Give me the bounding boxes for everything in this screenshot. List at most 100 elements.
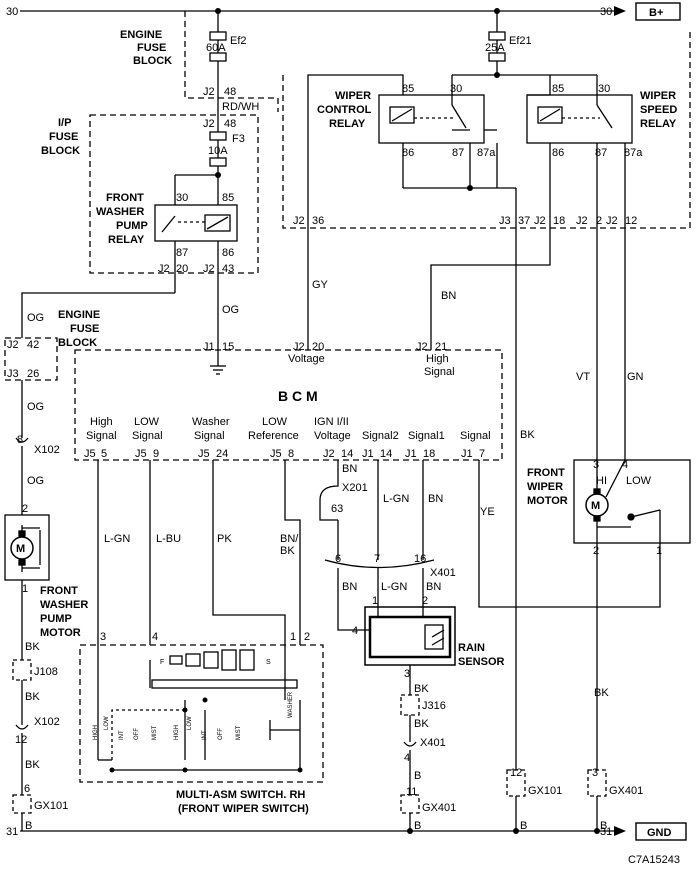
x401-top-splice [324, 559, 435, 569]
rs-pin1: 1 [372, 595, 378, 607]
wsr-title-2: SPEED [640, 104, 677, 116]
bcm-washer-2: Signal [194, 430, 225, 442]
sw-title-1: MULTI-ASM SWITCH. RH [176, 789, 305, 801]
rail-31-arrow [614, 826, 626, 836]
gx101-right-label: GX101 [528, 785, 562, 797]
bcm-high-1: High [90, 416, 113, 428]
l-gn-label-2: L-GN [383, 493, 409, 505]
x201-pin: 63 [331, 503, 343, 515]
switch-link-top [111, 709, 185, 760]
b-label-left: B [25, 820, 32, 832]
f3-name: F3 [232, 133, 245, 145]
gx101-left-pin: 6 [24, 783, 30, 795]
ye-wire [478, 460, 661, 608]
wsr-title-1: WIPER [640, 90, 676, 102]
bcm-p8: 8 [288, 448, 294, 460]
bcm-low-1: LOW [134, 416, 160, 428]
figure-id: C7A15243 [628, 854, 680, 866]
og-label-top: OG [27, 312, 44, 324]
wpr-title-2: WASHER [96, 206, 144, 218]
sw-high-1: HIGH [93, 725, 99, 740]
bk-rain-label-1: BK [414, 683, 429, 695]
wpm-title-2: WASHER [40, 599, 88, 611]
sw-f: F [160, 659, 164, 666]
rd-wh-label: RD/WH [222, 101, 259, 113]
bcm-signal1: Signal1 [408, 430, 445, 442]
wm-pin4: 4 [622, 459, 628, 471]
bk-label-l3: BK [25, 759, 40, 771]
rs-pin3: 3 [404, 668, 410, 680]
bn-label-rs4: BN [342, 581, 357, 593]
wpr-p30: 30 [176, 192, 188, 204]
wc-coil [389, 106, 415, 124]
bn-bk-label-1: BN/ [280, 533, 299, 545]
efb2-title-2: FUSE [70, 323, 99, 335]
wpr-p86: 86 [222, 247, 234, 259]
sw-int-1: INT [119, 730, 125, 740]
j2-2: J2 [576, 215, 588, 227]
wpm-pin-bottom: 1 [22, 583, 28, 595]
switch-resistor-ladder [151, 679, 298, 689]
efb-title-3: BLOCK [133, 55, 172, 67]
ipfb-title-2: FUSE [49, 131, 78, 143]
gx401-mid-label: GX401 [422, 802, 456, 814]
wiper-motor-park-contact [630, 509, 661, 518]
og-label-mid: OG [27, 401, 44, 413]
bcm-signal-top: Signal [424, 366, 455, 378]
bcm-j5-8: J5 [270, 448, 282, 460]
bk-label-right: BK [520, 429, 535, 441]
og-wire-upper [21, 292, 175, 338]
bn-bk-wire [284, 460, 301, 645]
pin-12: 12 [625, 215, 637, 227]
wpm-title-1: FRONT [40, 585, 78, 597]
pin-42: 42 [27, 339, 39, 351]
rail-top-left: 30 [6, 6, 18, 18]
x401-p7: 7 [374, 553, 380, 565]
wiper-motor-body [573, 459, 691, 544]
bcm-p18: 18 [423, 448, 435, 460]
gx401-right-pin: 3 [592, 767, 598, 779]
vt-label: VT [576, 371, 590, 383]
wpm-title-3: PUMP [40, 613, 72, 625]
wc-p87a: 87a [477, 147, 496, 159]
gn-label: GN [627, 371, 644, 383]
gnd-label: GND [647, 827, 672, 839]
bcm-signal2: Signal2 [362, 430, 399, 442]
washer-relay-coil [204, 214, 231, 232]
sw-pin3: 3 [100, 631, 106, 643]
wm-title-3: MOTOR [527, 495, 568, 507]
ef2-name: Ef2 [230, 35, 247, 47]
bcm-pin-20: 20 [312, 341, 324, 353]
bk-rain-label-2: BK [414, 718, 429, 730]
l-gn-label-1: L-GN [104, 533, 130, 545]
bplus-box [635, 2, 681, 21]
j3-37: J3 [499, 215, 511, 227]
bcm-j5-5: J5 [84, 448, 96, 460]
node-ef21-bus [494, 72, 500, 78]
x201-label: X201 [342, 482, 368, 494]
j316-connector [400, 694, 420, 716]
sw-low-2: LOW [187, 716, 193, 730]
rs-title-2: SENSOR [458, 656, 505, 668]
wc-p86: 86 [402, 147, 414, 159]
bcm-pin-15: 15 [222, 341, 234, 353]
washer-relay-contact [161, 215, 176, 233]
switch-bar-4 [221, 649, 237, 671]
x401-p16: 16 [414, 553, 426, 565]
sw-title-2: (FRONT WIPER SWITCH) [178, 803, 309, 815]
wc-p30: 30 [450, 83, 462, 95]
sw-s: S [266, 659, 271, 666]
wpr-title-3: PUMP [116, 220, 148, 232]
wm-symbol: M [591, 500, 600, 512]
ws-p86: 86 [552, 147, 564, 159]
gx101-right-pin: 12 [510, 767, 522, 779]
ef21-fuse-top [488, 31, 506, 41]
sw-pin2: 2 [304, 631, 310, 643]
node-f3 [215, 172, 221, 178]
bn-high-signal-wire [430, 143, 551, 350]
wiper-speed-relay-body [526, 94, 633, 144]
b-right-label-2: B [600, 820, 607, 832]
pin-36: 36 [312, 215, 324, 227]
j316-label: J316 [422, 700, 446, 712]
engine-fuse-block-2-outline [4, 337, 58, 381]
